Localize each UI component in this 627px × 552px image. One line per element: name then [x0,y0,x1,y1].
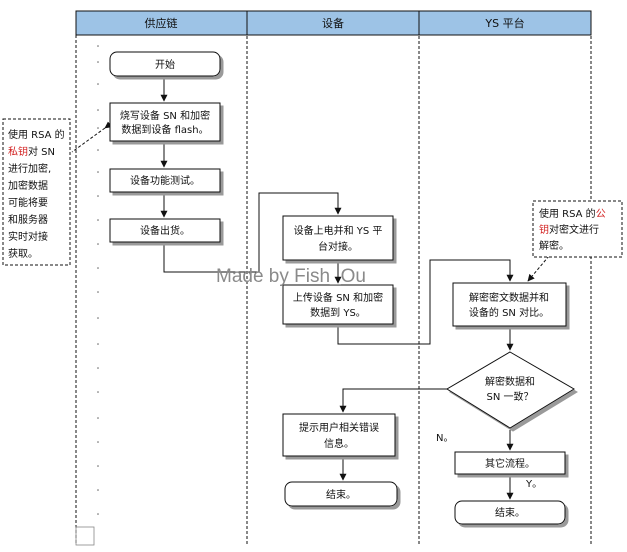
lane-header-supply-chain: 供应链 [145,16,178,30]
node-poweron-line1: 设备上电并和 YS 平 [294,224,383,237]
node-error-line1: 提示用户相关错误 [299,421,379,434]
node-burn: 烧写设备 SN 和加密 数据到设备 flash。 [109,102,221,142]
node-other-label: 其它流程。 [485,457,535,470]
note-right: 使用 RSA 的公 钥对密文进行 解密。 [532,200,623,258]
node-error: 提示用户相关错误 信息。 [282,413,396,457]
arrow-decision-no [339,388,448,413]
node-burn-line1: 烧写设备 SN 和加密 [120,109,210,122]
node-decision-line1: 解密数据和 [485,375,535,388]
node-upload: 上传设备 SN 和加密 数据到 YS。 [282,284,394,325]
node-error-line2: 信息。 [324,437,354,450]
node-burn-line2: 数据到设备 flash。 [121,123,208,136]
node-ship-label: 设备出货。 [140,224,190,237]
connectors [71,76,550,500]
arrow-upload-to-decrypt [337,259,514,345]
node-upload-line2: 数据到 YS。 [310,306,366,319]
node-test: 设备功能测试。 [109,168,221,193]
note-left: 使用 RSA 的 私钥对 SN 进行加密, 加密数据 可能将要 和服务器 实时对… [2,118,71,266]
note-left-line1: 使用 RSA 的 [8,128,65,141]
node-platform-end-label: 结束。 [495,506,525,519]
note-right-pointer [527,255,550,282]
node-start: 开始 [109,51,221,77]
node-test-label: 设备功能测试。 [130,174,200,187]
node-ship: 设备出货。 [109,218,221,243]
node-device-end: 结束。 [284,481,398,507]
note-left-line3: 进行加密, [8,162,51,175]
node-platform-end: 结束。 [454,500,566,525]
node-decrypt: 解密密文数据并和 设备的 SN 对比。 [452,282,567,327]
node-decision-line2: SN 一致？ [486,390,533,403]
note-left-pointer [71,121,113,153]
node-upload-line1: 上传设备 SN 和加密 [293,291,383,304]
note-left-private-key: 私钥 [8,145,28,158]
note-right-line1-text: 使用 RSA 的 [539,207,596,220]
lane-header-device: 设备 [322,16,344,30]
node-decrypt-line1: 解密密文数据并和 [469,291,549,304]
margin-marks [97,45,99,515]
note-right-line2: 钥对密文进行 [539,223,599,236]
node-poweron: 设备上电并和 YS 平 台对接。 [282,215,394,261]
note-left-line2: 私钥对 SN [8,145,55,158]
decision-yes-label: Y。 [525,479,542,490]
note-right-public-key-1: 公 [596,209,606,220]
note-left-line6: 和服务器 [8,213,48,226]
lane-header-platform: YS 平台 [484,16,524,30]
note-right-line2-rest: 对密文进行 [549,223,599,236]
note-right-line1: 使用 RSA 的公 [539,207,606,220]
note-left-line4: 加密数据 [8,179,48,192]
arrow-ship-to-poweron [163,192,342,273]
node-device-end-label: 结束。 [326,488,356,501]
node-decision: 解密数据和 SN 一致？ [446,351,575,429]
swimlane-frame [75,10,592,546]
note-left-line5: 可能将要 [8,196,48,209]
node-decrypt-line2: 设备的 SN 对比。 [469,306,549,319]
lane-header-bar [75,10,592,36]
watermark-text: Made by Fish_Ou [216,266,366,287]
decision-no-label: N。 [436,433,453,444]
note-right-public-key-2: 钥 [539,223,549,236]
note-left-line2-rest: 对 SN [28,145,55,158]
node-other: 其它流程。 [454,451,566,475]
note-left-line8: 获取。 [8,248,38,260]
note-left-line7: 实时对接 [8,230,48,243]
node-start-label: 开始 [155,58,175,71]
node-poweron-line2: 台对接。 [318,240,358,253]
note-right-line3: 解密。 [539,239,569,252]
